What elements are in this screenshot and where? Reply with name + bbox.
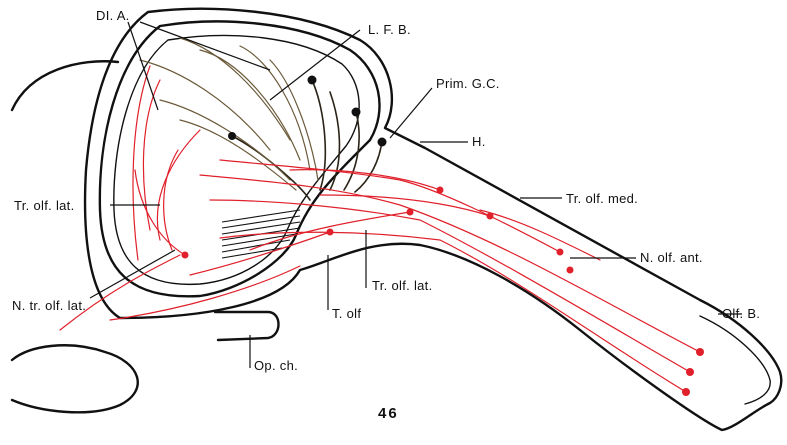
label-lfb: L. F. B. bbox=[368, 22, 411, 37]
label-n-tr-olf-lat: N. tr. olf. lat. bbox=[12, 298, 86, 313]
olfactory-bulb-outline bbox=[700, 316, 770, 404]
outer-lobe-outline bbox=[85, 9, 781, 430]
label-t-olf: T. olf bbox=[332, 306, 361, 321]
label-op-ch: Op. ch. bbox=[254, 358, 298, 373]
label-n-olf-ant: N. olf. ant. bbox=[640, 250, 703, 265]
label-dia: DI. A. bbox=[96, 8, 130, 23]
label-h: H. bbox=[472, 134, 486, 149]
hemisphere-outline bbox=[12, 61, 138, 412]
label-olf-b: Olf. B. bbox=[722, 306, 760, 321]
label-prim-gc: Prim. G.C. bbox=[436, 76, 500, 91]
black-cell-bodies bbox=[228, 76, 387, 147]
label-tr-olf-lat-bottom: Tr. olf. lat. bbox=[372, 278, 433, 293]
optic-chiasm bbox=[215, 312, 279, 340]
figure-number: 46 bbox=[378, 405, 399, 422]
leader-lines bbox=[90, 22, 742, 368]
label-tr-olf-med: Tr. olf. med. bbox=[566, 191, 638, 206]
black-fibers bbox=[140, 38, 382, 200]
label-tr-olf-lat-left: Tr. olf. lat. bbox=[14, 198, 75, 213]
